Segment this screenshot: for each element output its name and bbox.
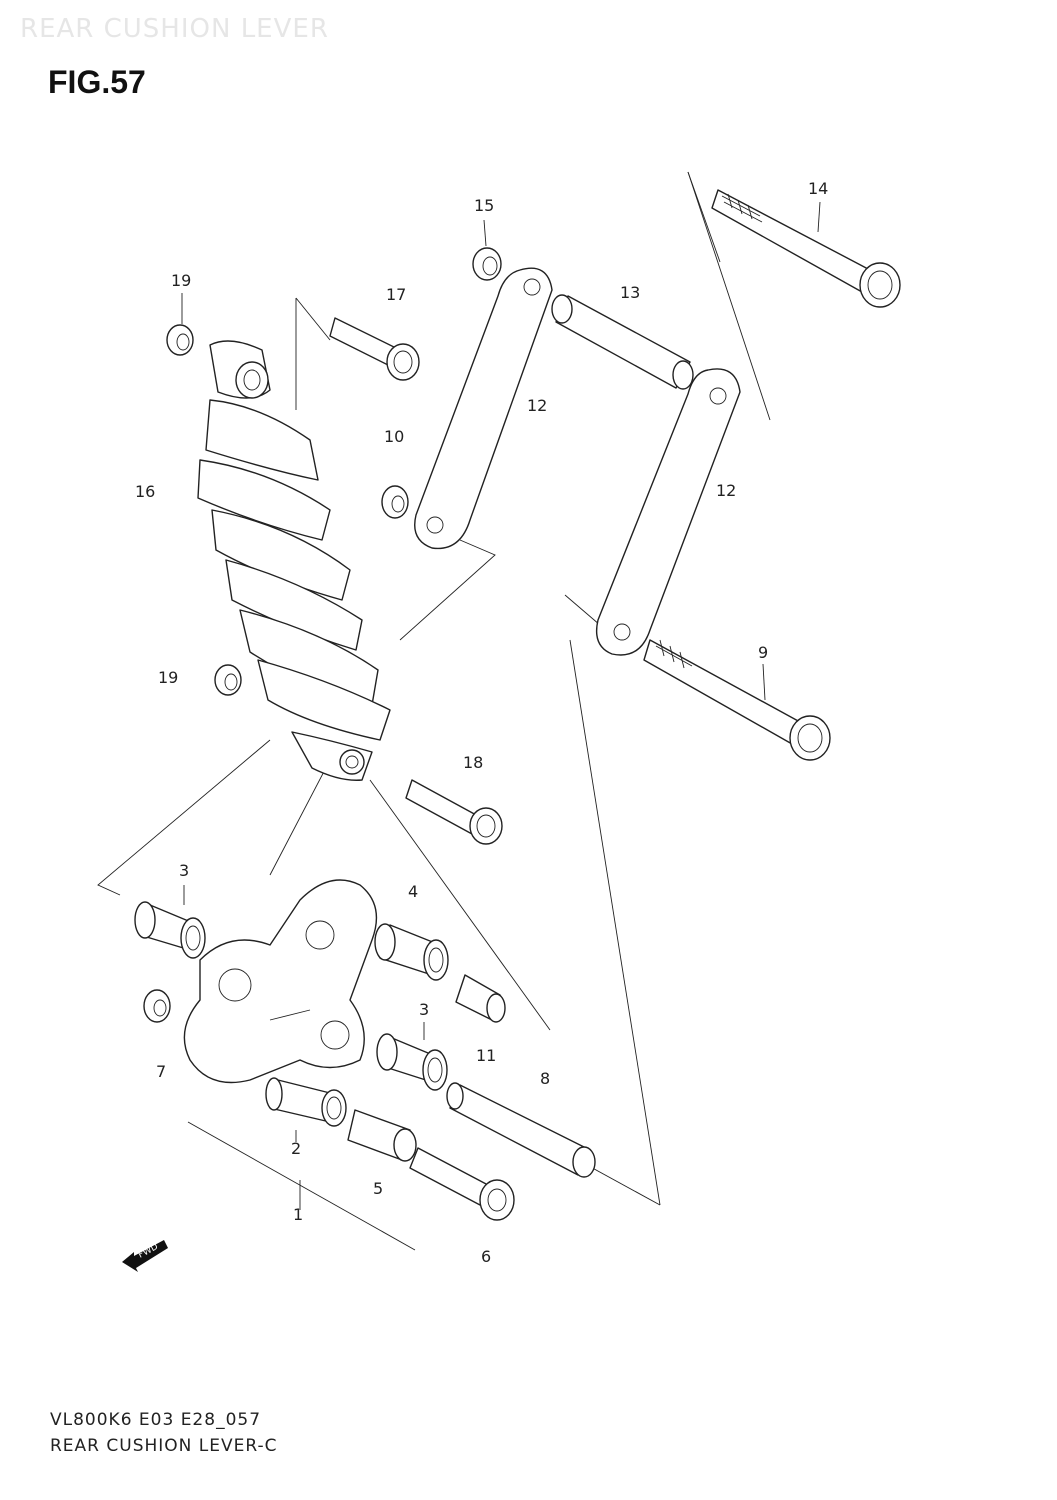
callout-6: 6 — [481, 1247, 491, 1266]
page-watermark: REAR CUSHION LEVER — [20, 14, 329, 44]
callout-14: 14 — [808, 179, 828, 198]
part-9-bolt — [643, 639, 831, 761]
callout-19-bottom: 19 — [158, 668, 178, 687]
callout-9: 9 — [758, 643, 768, 662]
callout-18: 18 — [463, 753, 483, 772]
callout-3-upper: 3 — [179, 861, 189, 880]
part-19-nut-top — [166, 324, 194, 356]
callout-16: 16 — [135, 482, 155, 501]
callout-10: 10 — [384, 427, 404, 446]
part-7-cushion-lever — [183, 879, 378, 1084]
part-12-tie-rod-left — [414, 267, 553, 550]
callout-4: 4 — [408, 882, 418, 901]
part-16-rear-shock — [197, 340, 391, 781]
part-7-nut — [143, 989, 171, 1023]
callout-7: 7 — [156, 1062, 166, 1081]
callout-11: 11 — [476, 1046, 496, 1065]
part-3-bearing-left — [134, 901, 206, 959]
callout-12-right: 12 — [716, 481, 736, 500]
callout-labels: 1 2 3 3 4 5 6 7 8 9 10 11 12 12 13 14 15… — [135, 179, 828, 1266]
drawing-code: VL800K6 E03 E28_057 — [50, 1410, 262, 1430]
part-12-tie-rod-right — [595, 368, 741, 656]
callout-13: 13 — [620, 283, 640, 302]
part-18-bolt — [405, 779, 503, 845]
part-19-nut-bottom — [214, 664, 242, 696]
callout-3-lower: 3 — [419, 1000, 429, 1019]
callout-8: 8 — [540, 1069, 550, 1088]
leader-lines — [181, 201, 821, 1142]
callout-19-top: 19 — [171, 271, 191, 290]
part-5-spacer — [347, 1109, 417, 1162]
part-2-bearing — [265, 1077, 347, 1127]
callout-15: 15 — [474, 196, 494, 215]
drawing-name: REAR CUSHION LEVER-C — [50, 1436, 278, 1456]
callout-12-left: 12 — [527, 396, 547, 415]
part-4-bearing — [374, 923, 449, 981]
part-14-bolt — [711, 189, 901, 308]
figure-number: FIG.57 — [48, 64, 146, 100]
part-8-collar — [446, 1082, 596, 1178]
part-15-nut — [472, 247, 502, 281]
part-10-nut — [381, 485, 409, 519]
callout-5: 5 — [373, 1179, 383, 1198]
callout-1: 1 — [293, 1205, 303, 1224]
part-17-bolt — [329, 317, 420, 381]
callout-2: 2 — [291, 1139, 301, 1158]
part-13-collar — [551, 294, 694, 390]
part-3-bearing-right — [376, 1033, 448, 1091]
fwd-arrow-icon: FWD — [122, 1240, 168, 1272]
spacer — [455, 974, 506, 1023]
part-6-bolt — [409, 1147, 515, 1221]
callout-17: 17 — [386, 285, 406, 304]
